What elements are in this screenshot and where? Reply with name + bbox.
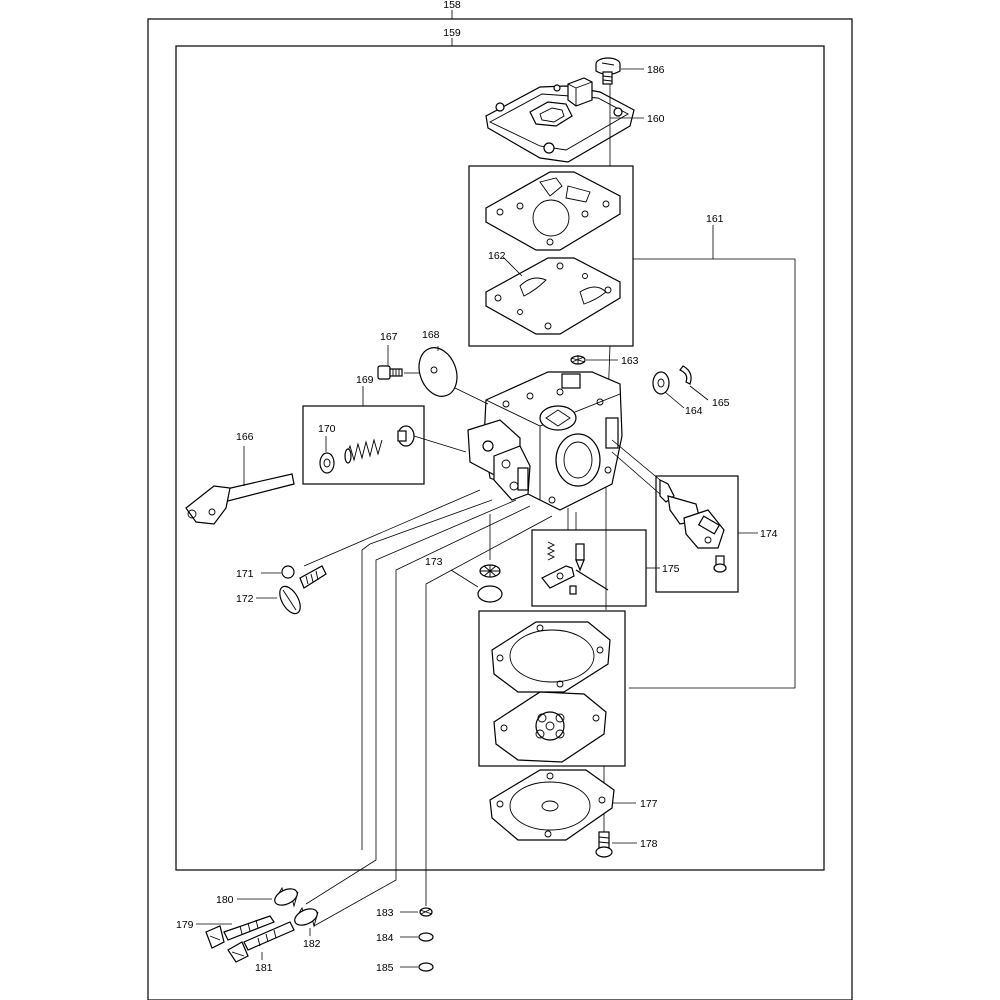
screw-178 <box>595 831 613 858</box>
kit-box-lower <box>478 610 626 767</box>
valve-screw-174 <box>713 555 727 573</box>
needle-175 <box>575 543 585 572</box>
metering-cover-177 <box>489 769 615 841</box>
callout-182: 182 <box>303 938 321 950</box>
kit-box-174 <box>655 475 739 593</box>
callout-158: 158 <box>443 0 461 11</box>
callout-167: 167 <box>380 331 398 343</box>
clip-165 <box>679 365 692 385</box>
inlet-screen-163 <box>570 355 586 365</box>
filter-screen-173 <box>479 564 501 578</box>
ball-171 <box>281 565 295 579</box>
callout-171: 171 <box>236 568 254 580</box>
lever-175 <box>541 565 575 589</box>
metering-diaphragm <box>493 691 607 763</box>
callout-177: 177 <box>640 798 658 810</box>
washer-170 <box>319 452 335 474</box>
outer-assembly-frame <box>147 18 853 1000</box>
callout-164: 164 <box>685 405 703 417</box>
adjusting-screw-179 <box>205 915 275 949</box>
callout-185: 185 <box>376 962 394 974</box>
throttle-shaft-166 <box>185 473 295 525</box>
callout-163: 163 <box>621 355 639 367</box>
oring-184 <box>418 932 434 942</box>
pump-gasket <box>485 171 621 251</box>
callout-181: 181 <box>255 962 273 974</box>
callout-180: 180 <box>216 894 234 906</box>
carburetor-body <box>467 371 623 511</box>
oring-185 <box>418 962 434 972</box>
callout-159: 159 <box>443 27 461 39</box>
valve-174 <box>659 479 725 549</box>
kit-box-175 <box>531 529 647 607</box>
kit-box-upper <box>468 165 634 347</box>
callout-161: 161 <box>706 213 724 225</box>
callout-169: 169 <box>356 374 374 386</box>
callout-165: 165 <box>712 397 730 409</box>
pivot-169 <box>397 425 415 447</box>
callout-162: 162 <box>488 250 506 262</box>
callout-160: 160 <box>647 113 665 125</box>
spring-175 <box>546 541 556 561</box>
throttle-plate-168 <box>418 347 458 397</box>
pump-cover-160 <box>485 77 635 163</box>
callout-166: 166 <box>236 431 254 443</box>
screw-186 <box>595 57 621 85</box>
inner-assembly-frame <box>175 45 825 871</box>
callout-179: 179 <box>176 919 194 931</box>
callout-172: 172 <box>236 593 254 605</box>
spring-180 <box>274 886 299 908</box>
washer-164 <box>652 371 670 395</box>
pin-175 <box>575 569 609 591</box>
metering-gasket <box>491 621 611 693</box>
kit-box-169 <box>302 405 425 485</box>
screw-167 <box>377 365 403 380</box>
callout-174: 174 <box>760 528 778 540</box>
screw-172 <box>279 565 327 615</box>
callout-184: 184 <box>376 932 394 944</box>
callout-183: 183 <box>376 907 394 919</box>
gasket-173 <box>477 585 503 603</box>
callout-186: 186 <box>647 64 665 76</box>
callout-175: 175 <box>662 563 680 575</box>
callout-178: 178 <box>640 838 658 850</box>
adjusting-screw-181 <box>227 921 295 963</box>
spring-182 <box>294 906 319 928</box>
callout-170: 170 <box>318 423 336 435</box>
spring-169 <box>344 438 383 464</box>
screen-183 <box>419 907 433 917</box>
callout-168: 168 <box>422 329 440 341</box>
pump-diaphragm-162 <box>485 257 621 335</box>
callout-173: 173 <box>425 556 443 568</box>
